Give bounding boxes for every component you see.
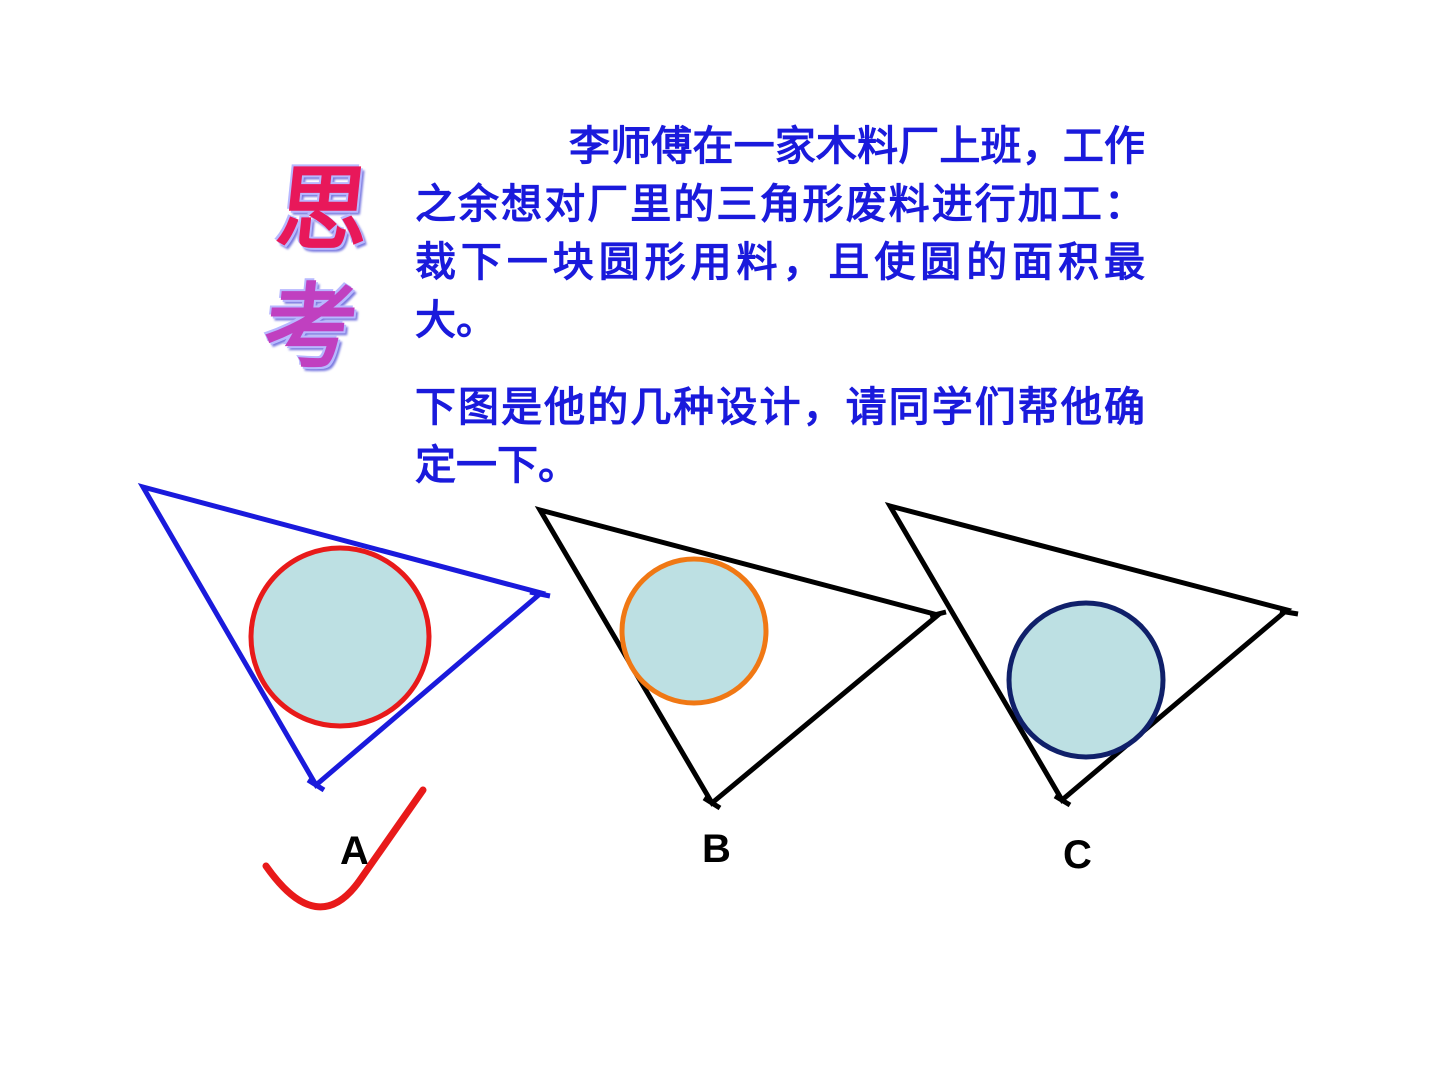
figure-a: A [137, 483, 551, 911]
figure-c-label: C [1063, 833, 1092, 877]
question-paragraph: 下图是他的几种设计，请同学们帮他确定一下。 [415, 383, 1145, 489]
figure-c-vertex-tick-bottom [1053, 793, 1072, 808]
figure-a-vertex-tick-bottom [306, 777, 326, 793]
figure-a-triangle [137, 483, 547, 789]
figure-c: C [884, 502, 1299, 877]
figure-b-label: B [702, 827, 731, 871]
check-mark-icon [262, 786, 427, 911]
figure-b-circle [619, 556, 769, 706]
figure-a-circle [248, 545, 432, 729]
figure-c-triangle [884, 502, 1293, 804]
figure-c-circle [1006, 600, 1166, 760]
problem-paragraph: 李师傅在一家木料厂上班，工作之余想对厂里的三角形废料进行加工：裁下一块圆形用料，… [415, 122, 1145, 344]
figure-a-label: A [340, 829, 369, 873]
figure-b-vertex-tick-right [929, 609, 947, 619]
figure-b: B [534, 506, 947, 871]
figure-c-vertex-tick-right [1279, 608, 1299, 617]
figure-a-vertex-tick-right [529, 589, 551, 599]
figure-b-vertex-tick-bottom [702, 795, 722, 811]
